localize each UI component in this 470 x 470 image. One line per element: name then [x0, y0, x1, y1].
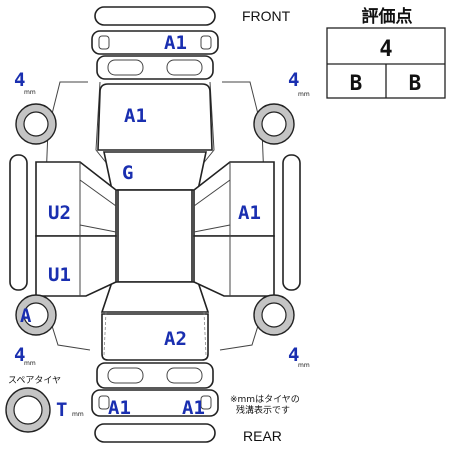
tire-front-right-inner — [261, 111, 287, 137]
left-window-line-3 — [79, 179, 117, 207]
rear-bumper-bottom — [94, 423, 216, 443]
right-mirror-strip — [282, 154, 301, 291]
roof — [117, 189, 193, 283]
right-window-line-3 — [193, 179, 231, 207]
tire-rear-left — [15, 294, 57, 336]
front-label: FRONT — [242, 8, 291, 24]
trunk-dash-right — [203, 311, 207, 356]
left-mirror-strip — [9, 154, 28, 291]
left-rear-door — [35, 235, 117, 297]
rear-bumper — [91, 389, 219, 417]
left-inner-line — [95, 81, 109, 166]
rear-section — [91, 362, 219, 443]
tire-front-left-inner — [23, 111, 49, 137]
trunk-dash-left — [103, 311, 107, 356]
trunk — [101, 313, 209, 361]
tire-unit-rear-left: mm — [24, 360, 36, 367]
damage-rear-bumper-left: A1 — [108, 397, 131, 419]
damage-roof: G — [122, 162, 133, 184]
rear-window — [100, 281, 210, 313]
right-front-door — [193, 161, 275, 237]
damage-trunk: A2 — [164, 328, 187, 350]
depth-note-line1: ※mmはタイヤの — [230, 394, 300, 405]
tire-rear-left-inner — [23, 302, 49, 328]
front-bumper-top — [94, 6, 216, 26]
left-front-door — [35, 161, 117, 237]
grade-table: 評価点 4 B B — [326, 6, 446, 99]
damage-rear-bumper-right: A1 — [182, 397, 205, 419]
damage-right-door: A1 — [238, 202, 261, 224]
right-side — [193, 154, 301, 297]
front-plate-left — [98, 35, 110, 50]
rear-plate-right — [200, 395, 212, 410]
damage-left-front-door: U2 — [48, 202, 71, 224]
rear-lamp-left — [107, 367, 144, 384]
front-grille — [96, 55, 214, 80]
spare-tire-unit: mm — [72, 411, 84, 418]
tire-unit-front-right: mm — [298, 91, 310, 98]
depth-note-line2: 残溝表示です — [236, 404, 290, 416]
tire-spare — [5, 387, 51, 433]
tire-depth-rear-left: 4 — [14, 344, 25, 366]
rear-lamp-panel — [96, 362, 214, 389]
tire-depth-front-right: 4 — [288, 69, 299, 91]
right-rear-door — [193, 235, 275, 297]
tire-depth-front-left: 4 — [14, 69, 25, 91]
spare-tire-code: T — [56, 399, 67, 421]
front-lamp-left — [107, 59, 144, 76]
tire-spare-inner — [13, 395, 43, 425]
tire-unit-front-left: mm — [24, 89, 36, 96]
damage-left-rear-wheel: A — [20, 305, 32, 327]
damage-hood: A1 — [124, 105, 147, 127]
damage-left-rear-door: U1 — [48, 264, 71, 286]
left-side — [9, 154, 117, 297]
tire-front-left — [15, 103, 57, 145]
rear-label: REAR — [243, 428, 282, 444]
tire-rear-right — [253, 294, 295, 336]
tire-unit-rear-right: mm — [298, 362, 310, 369]
tire-rear-right-inner — [261, 302, 287, 328]
spare-tire-label: スペアタイヤ — [8, 375, 61, 386]
left-window-line-4 — [79, 224, 117, 233]
grade-score: 4 — [379, 37, 392, 62]
rear-lamp-right — [166, 367, 203, 384]
grade-exterior: B — [409, 71, 422, 95]
right-window-line-4 — [193, 224, 231, 233]
front-section — [91, 6, 219, 80]
front-lamp-right — [166, 59, 203, 76]
hood — [97, 83, 213, 151]
front-bumper — [91, 30, 219, 55]
tire-front-right — [253, 103, 295, 145]
grade-title: 評価点 — [362, 6, 413, 27]
grade-interior: B — [350, 71, 363, 95]
damage-front-bumper: A1 — [164, 32, 187, 54]
rear-plate-left — [98, 395, 110, 410]
front-plate-right — [200, 35, 212, 50]
tire-depth-rear-right: 4 — [288, 344, 299, 366]
windshield — [103, 151, 207, 191]
right-inner-line — [201, 81, 215, 166]
